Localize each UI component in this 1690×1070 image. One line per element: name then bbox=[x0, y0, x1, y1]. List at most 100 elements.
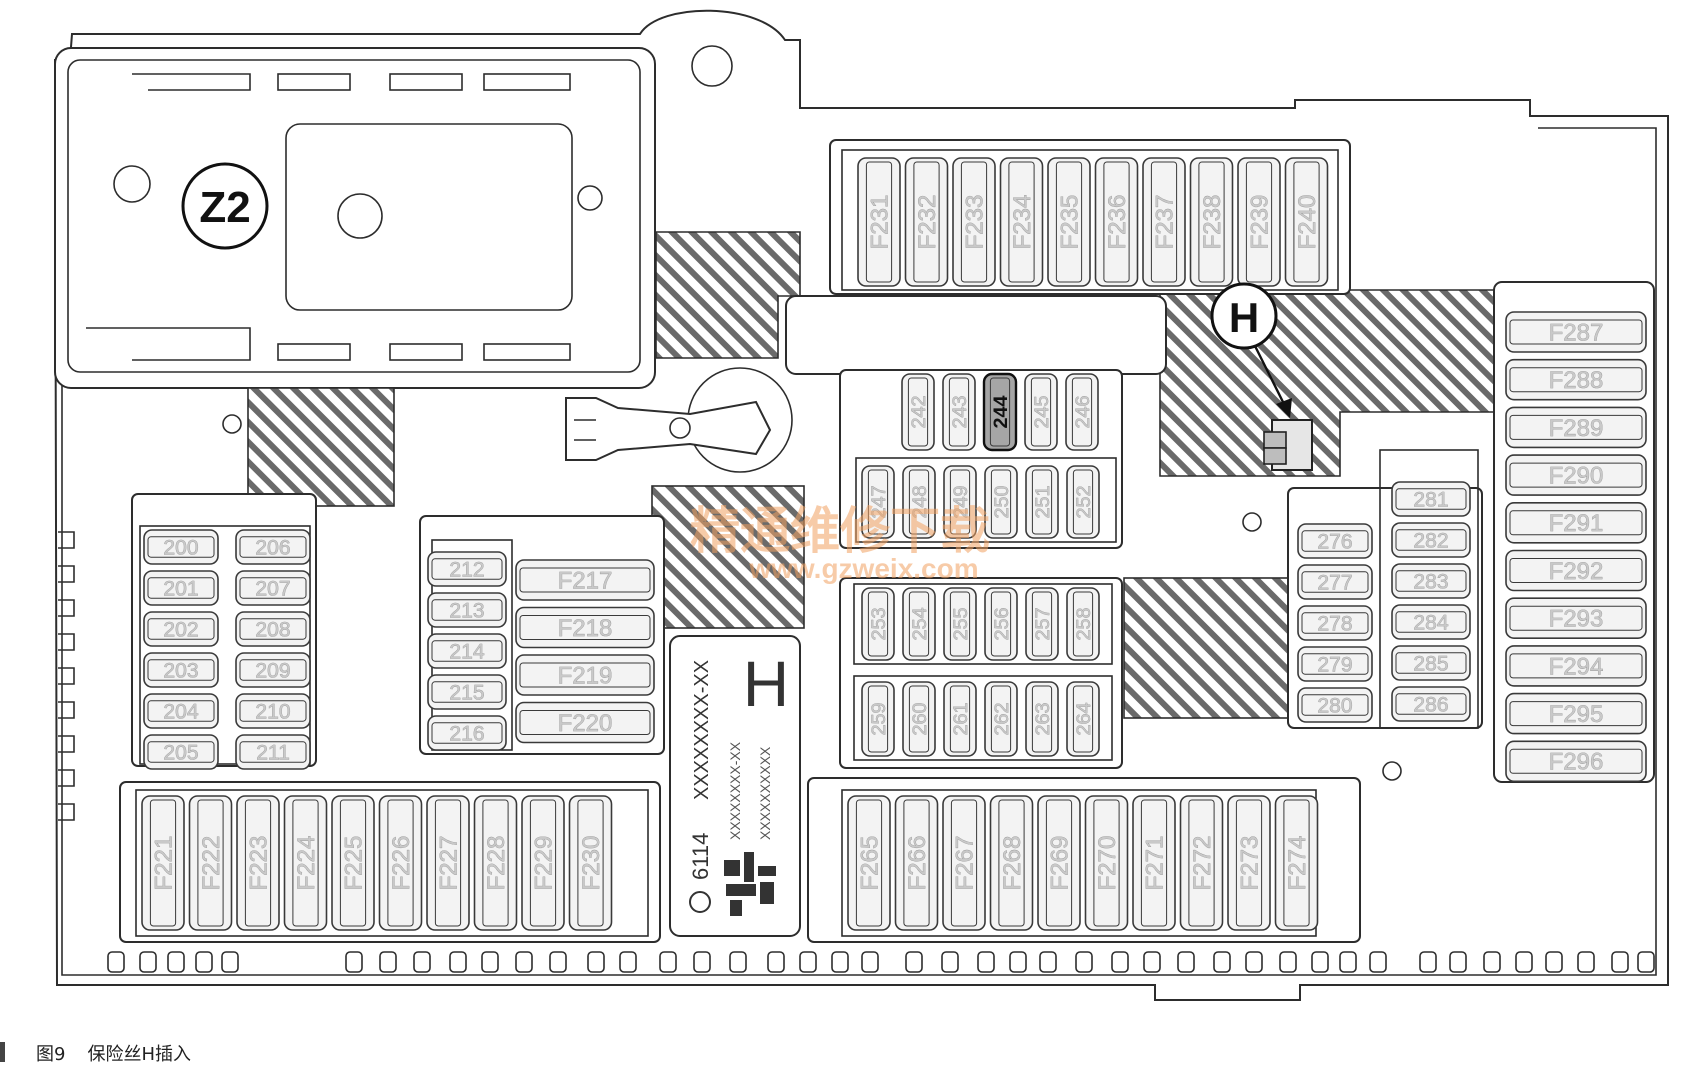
fuse-F229: F229 bbox=[521, 795, 565, 931]
fuse-202: 202 bbox=[143, 611, 219, 647]
fuse-260: 260 bbox=[902, 681, 936, 757]
fuse-label: 213 bbox=[449, 599, 484, 622]
pin bbox=[481, 951, 499, 973]
fuse-label: 254 bbox=[909, 607, 931, 640]
fuse-F220: F220 bbox=[515, 701, 655, 744]
pin bbox=[1245, 951, 1263, 973]
fuse-label: F295 bbox=[1549, 701, 1604, 728]
hatched-area bbox=[655, 231, 801, 359]
fuse-204: 204 bbox=[143, 693, 219, 729]
fuse-label: F224 bbox=[293, 836, 320, 891]
z2-label: Z2 bbox=[199, 183, 250, 232]
fuse-label: F290 bbox=[1549, 463, 1604, 490]
caption-figure-number: 图9 bbox=[36, 1044, 66, 1065]
fuse-F295: F295 bbox=[1505, 692, 1647, 735]
fuse-label: F227 bbox=[435, 836, 462, 891]
fuse-label: 280 bbox=[1317, 694, 1352, 717]
fuse-label: 212 bbox=[449, 558, 484, 581]
fuse-label: 285 bbox=[1413, 652, 1448, 675]
pin bbox=[1009, 951, 1027, 973]
pin bbox=[619, 951, 637, 973]
fuse-211: 211 bbox=[235, 734, 311, 770]
callout-arrow bbox=[1252, 343, 1288, 409]
fuse-label: 210 bbox=[255, 700, 290, 723]
fuse-215: 215 bbox=[427, 674, 507, 710]
fuse-label: 263 bbox=[1032, 702, 1054, 735]
fuse-F222: F222 bbox=[188, 795, 233, 931]
pin bbox=[1419, 951, 1437, 973]
pin bbox=[1637, 951, 1655, 973]
fuse-label: 247 bbox=[868, 485, 890, 518]
pin bbox=[1369, 951, 1387, 973]
fuse-label: F217 bbox=[558, 567, 613, 594]
side-pin bbox=[58, 565, 75, 583]
fuse-label: F222 bbox=[198, 836, 225, 891]
fuse-label: F223 bbox=[245, 836, 272, 891]
pin bbox=[1311, 951, 1329, 973]
fuse-label: F296 bbox=[1549, 749, 1604, 776]
fuse-label: 281 bbox=[1413, 488, 1448, 511]
pin bbox=[1213, 951, 1231, 973]
fuse-label: 257 bbox=[1032, 607, 1054, 640]
fuse-label: 276 bbox=[1317, 530, 1352, 553]
fuse-206: 206 bbox=[235, 529, 311, 565]
fuse-F265: F265 bbox=[847, 795, 891, 931]
fuse-F239: F239 bbox=[1237, 157, 1281, 287]
fuse-label: F274 bbox=[1284, 836, 1311, 891]
fuse-label: 203 bbox=[163, 659, 198, 682]
fuse-200: 200 bbox=[143, 529, 219, 565]
fuse-F233: F233 bbox=[952, 157, 996, 287]
fuse-F227: F227 bbox=[426, 795, 470, 931]
fuse-label: F231 bbox=[866, 195, 893, 250]
fuse-F230: F230 bbox=[568, 795, 613, 931]
fuse-F296: F296 bbox=[1505, 740, 1647, 783]
fuse-277: 277 bbox=[1297, 564, 1373, 600]
pin bbox=[767, 951, 785, 973]
fuse-label: 262 bbox=[991, 702, 1013, 735]
fuse-F234: F234 bbox=[999, 157, 1044, 287]
fuse-F237: F237 bbox=[1142, 157, 1186, 287]
fuse-F226: F226 bbox=[378, 795, 423, 931]
fuse-F268: F268 bbox=[989, 795, 1034, 931]
sticker-code-3: XXXXXXXXXX bbox=[757, 746, 773, 840]
fuse-label: 256 bbox=[991, 607, 1013, 640]
pin bbox=[861, 951, 879, 973]
mount-hole bbox=[691, 45, 733, 87]
fuse-F235: F235 bbox=[1047, 157, 1091, 287]
fuse-label: F228 bbox=[483, 836, 510, 891]
pin bbox=[167, 951, 185, 973]
pin bbox=[221, 951, 239, 973]
fuse-label: 207 bbox=[255, 577, 290, 600]
watermark-url: www.gzweix.com bbox=[748, 553, 978, 584]
fuse-label: F233 bbox=[961, 195, 988, 250]
callout-h-label: H bbox=[1229, 294, 1259, 341]
fuse-label: F236 bbox=[1104, 195, 1131, 250]
fuse-label: 258 bbox=[1073, 607, 1095, 640]
fuse-249: 249 bbox=[943, 465, 977, 539]
fuse-F293: F293 bbox=[1505, 597, 1647, 640]
bottom-connector-pins bbox=[107, 951, 1655, 973]
fuse-F232: F232 bbox=[904, 157, 949, 287]
pin bbox=[413, 951, 431, 973]
fuse-F270: F270 bbox=[1084, 795, 1129, 931]
fuse-label: 252 bbox=[1073, 485, 1095, 518]
fuse-250: 250 bbox=[984, 465, 1018, 539]
side-pin bbox=[58, 803, 75, 821]
fuse-283: 283 bbox=[1391, 563, 1471, 599]
pin bbox=[1111, 951, 1129, 973]
fuse-F228: F228 bbox=[473, 795, 518, 931]
pin bbox=[587, 951, 605, 973]
fuse-254: 254 bbox=[902, 587, 936, 661]
fuse-label: F272 bbox=[1189, 836, 1216, 891]
pin bbox=[379, 951, 397, 973]
fuse-248: 248 bbox=[902, 465, 936, 539]
fuse-244: 244 bbox=[982, 372, 1018, 452]
fuse-label: 206 bbox=[255, 536, 290, 559]
fuse-203: 203 bbox=[143, 652, 219, 688]
pin bbox=[659, 951, 677, 973]
fuse-278: 278 bbox=[1297, 605, 1373, 641]
